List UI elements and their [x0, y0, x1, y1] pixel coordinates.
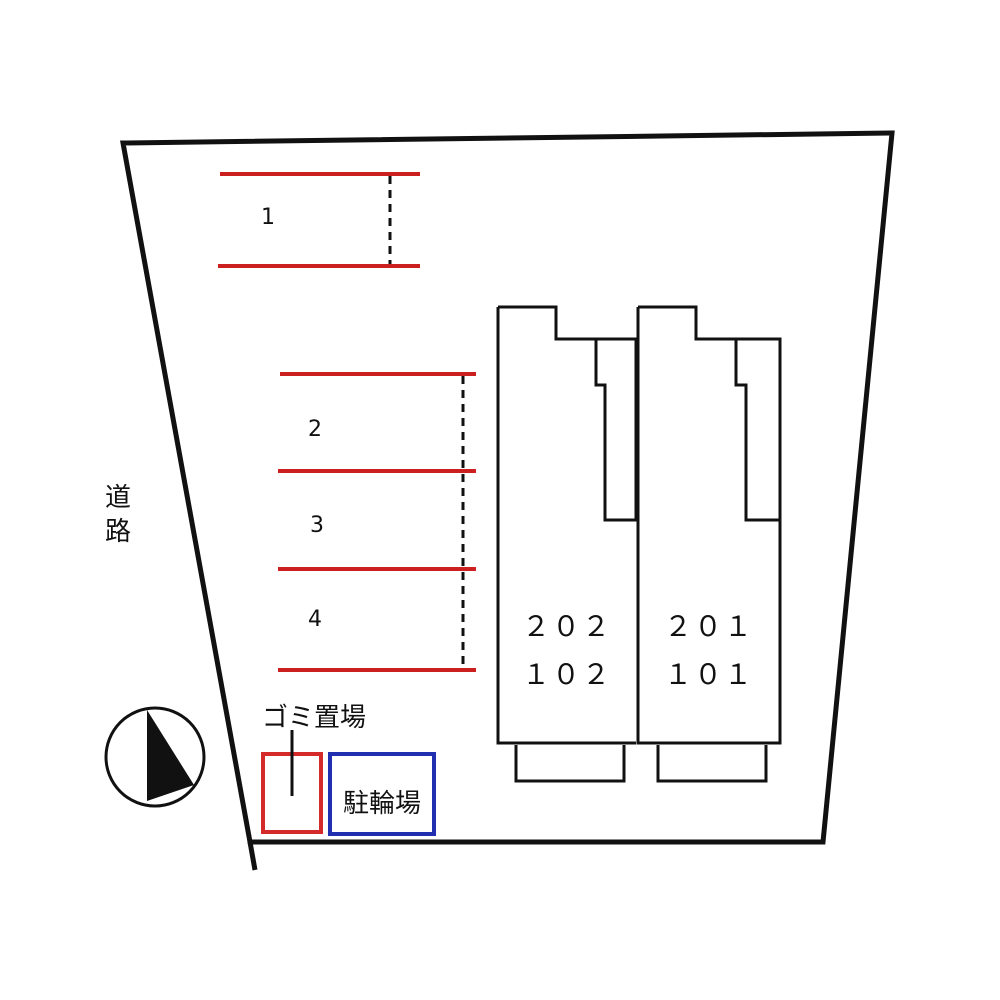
road-label-bottom: 路 [105, 517, 131, 547]
garbage-area-label: ゴミ置場 [262, 703, 366, 733]
north-arrow-icon [104, 706, 206, 808]
garbage-area: ゴミ置場 [261, 703, 366, 834]
parking-number: 3 [310, 513, 324, 538]
unit-number-102: １０２ [522, 658, 612, 691]
building [496, 305, 782, 783]
unit-number-202: ２０２ [522, 610, 612, 643]
front-boundary-extension [247, 841, 258, 871]
parking-block-2-4: 2 3 4 [278, 372, 476, 672]
lot-boundary [120, 130, 895, 845]
unit-number-201: ２０１ [664, 610, 754, 643]
bicycle-parking: 駐輪場 [328, 752, 436, 836]
unit-left-outline [496, 305, 638, 745]
balcony-right [656, 745, 768, 783]
parking-number: 2 [308, 417, 322, 442]
bicycle-parking-box [328, 752, 436, 836]
parking-space-1: 1 [218, 172, 420, 268]
parking-number: 4 [308, 607, 322, 632]
parking-number: 1 [261, 205, 275, 230]
balcony-left [514, 745, 626, 783]
unit-right-outline [636, 305, 782, 745]
bicycle-parking-label: 駐輪場 [343, 789, 421, 819]
road-label-top: 道 [105, 483, 131, 513]
unit-number-101: １０１ [664, 658, 754, 691]
